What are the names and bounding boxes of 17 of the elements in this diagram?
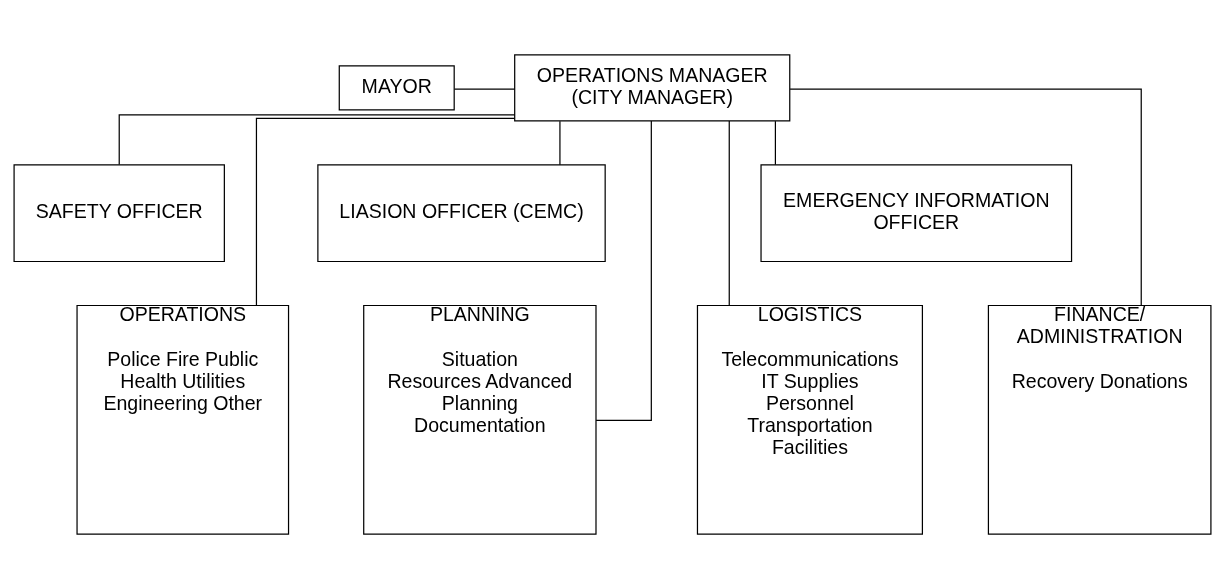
connector xyxy=(255,117,515,306)
connector xyxy=(559,120,561,165)
node-box: PLANNING Situation Resources Advanced Planning Documentation xyxy=(363,304,597,535)
connector xyxy=(453,88,516,90)
node-box: SAFETY OFFICER xyxy=(13,163,225,262)
node-box: MAYOR xyxy=(338,64,455,110)
node-box: EMERGENCY INFORMATION OFFICER xyxy=(760,163,1073,262)
node-box: OPERATIONS MANAGER (CITY MANAGER) xyxy=(514,53,791,121)
node-box: FINANCE/ ADMINISTRATION Recovery Donations xyxy=(987,304,1212,535)
node-box: LIASION OFFICER (CEMC) xyxy=(317,163,606,262)
connector xyxy=(728,119,730,306)
node-box: OPERATIONS Police Fire Public Health Utilities Engineering Other xyxy=(76,304,290,535)
connector xyxy=(595,119,652,421)
connector xyxy=(774,120,776,165)
node-box: LOGISTICS Telecommunications IT Supplies Personnel Transportation Facilities xyxy=(696,304,923,535)
connector xyxy=(118,113,516,165)
connector xyxy=(789,88,1142,306)
